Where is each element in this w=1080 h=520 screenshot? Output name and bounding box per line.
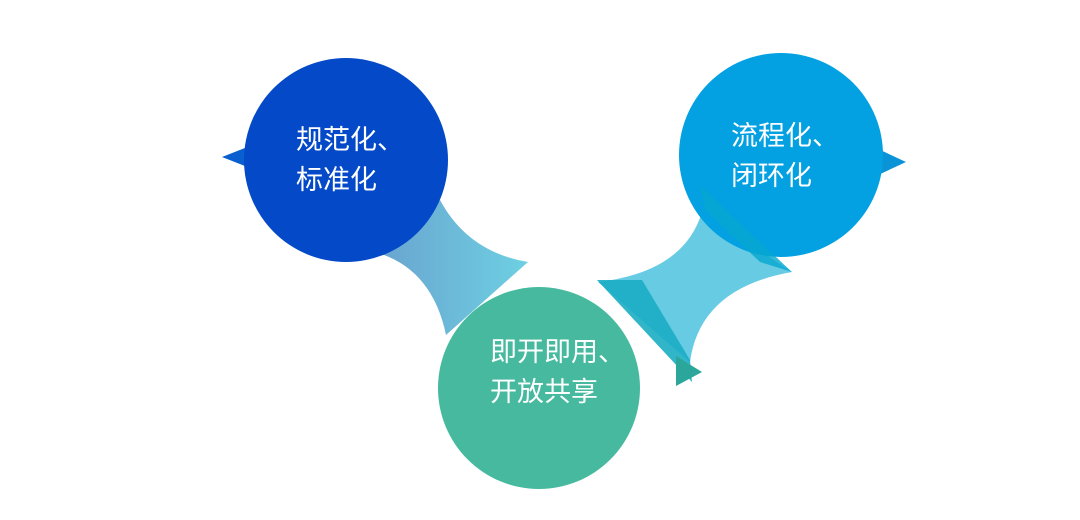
node-circle-standardization (244, 58, 448, 262)
node-label-process: 流程化、 闭环化 (731, 117, 839, 197)
node-label-open-sharing: 即开即用、 开放共享 (490, 333, 625, 413)
node-label-line: 闭环化 (731, 161, 812, 192)
node-label-standardization: 规范化、 标准化 (296, 121, 404, 201)
green-arrow-tip (676, 356, 702, 386)
node-label-line: 标准化 (296, 165, 377, 196)
node-label-line: 开放共享 (490, 377, 598, 408)
node-label-line: 流程化、 (731, 121, 839, 152)
node-circle-open-sharing (438, 287, 640, 489)
left-arrow-tip (222, 146, 250, 168)
node-label-line: 即开即用、 (490, 337, 625, 368)
node-circle-process (679, 53, 883, 257)
right-fold-overlay (597, 280, 692, 382)
node-label-line: 规范化、 (296, 125, 404, 156)
blue-arrow-tip (876, 148, 906, 176)
